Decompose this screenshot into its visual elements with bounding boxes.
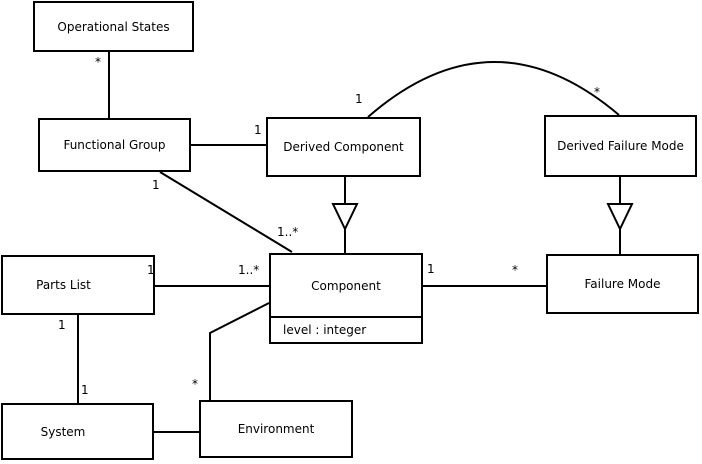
generalization-triangle-icon	[606, 203, 634, 232]
class-label: Derived Component	[283, 140, 404, 154]
class-label: Functional Group	[63, 138, 166, 152]
multiplicity-derived-component-top: 1	[355, 92, 363, 106]
multiplicity-component-top-left: 1..*	[277, 225, 299, 239]
multiplicity-derived-component-left: 1	[254, 123, 262, 137]
multiplicity-operational-states-end: *	[95, 55, 101, 69]
class-label: Derived Failure Mode	[557, 139, 684, 153]
edge-derived-component-derived-failure-mode-arc	[367, 61, 620, 118]
class-label: Parts List	[36, 278, 91, 292]
multiplicity-parts-list-right: 1	[147, 263, 155, 277]
edge-component-environment	[209, 302, 270, 400]
class-derived-component: Derived Component	[266, 117, 421, 177]
class-environment: Environment	[199, 400, 353, 458]
class-operational-states: Operational States	[33, 1, 194, 52]
class-attribute: level : integer	[271, 316, 421, 342]
multiplicity-failure-mode-left: *	[512, 263, 518, 277]
multiplicity-derived-failure-mode-top: *	[594, 85, 600, 99]
class-label: Component	[311, 278, 381, 293]
class-parts-list: Parts List	[1, 255, 155, 315]
class-functional-group: Functional Group	[38, 118, 191, 172]
class-label: Environment	[237, 422, 315, 436]
generalization-triangle-icon	[331, 203, 359, 232]
class-failure-mode: Failure Mode	[546, 254, 699, 314]
class-label: Operational States	[57, 19, 170, 34]
class-component: Component level : integer	[269, 253, 423, 344]
class-system: System	[1, 403, 154, 460]
multiplicity-component-right: 1	[427, 262, 435, 276]
class-label: System	[40, 424, 86, 439]
multiplicity-parts-list-bottom: 1	[58, 318, 66, 332]
multiplicity-functional-group-bottom: 1	[152, 178, 160, 192]
multiplicity-component-left: 1..*	[238, 263, 260, 277]
class-label: Failure Mode	[584, 277, 661, 291]
multiplicity-environment-top: *	[192, 377, 198, 391]
multiplicity-system-top: 1	[81, 383, 89, 397]
edge-functional-group-component	[159, 171, 293, 253]
class-derived-failure-mode: Derived Failure Mode	[544, 115, 697, 177]
